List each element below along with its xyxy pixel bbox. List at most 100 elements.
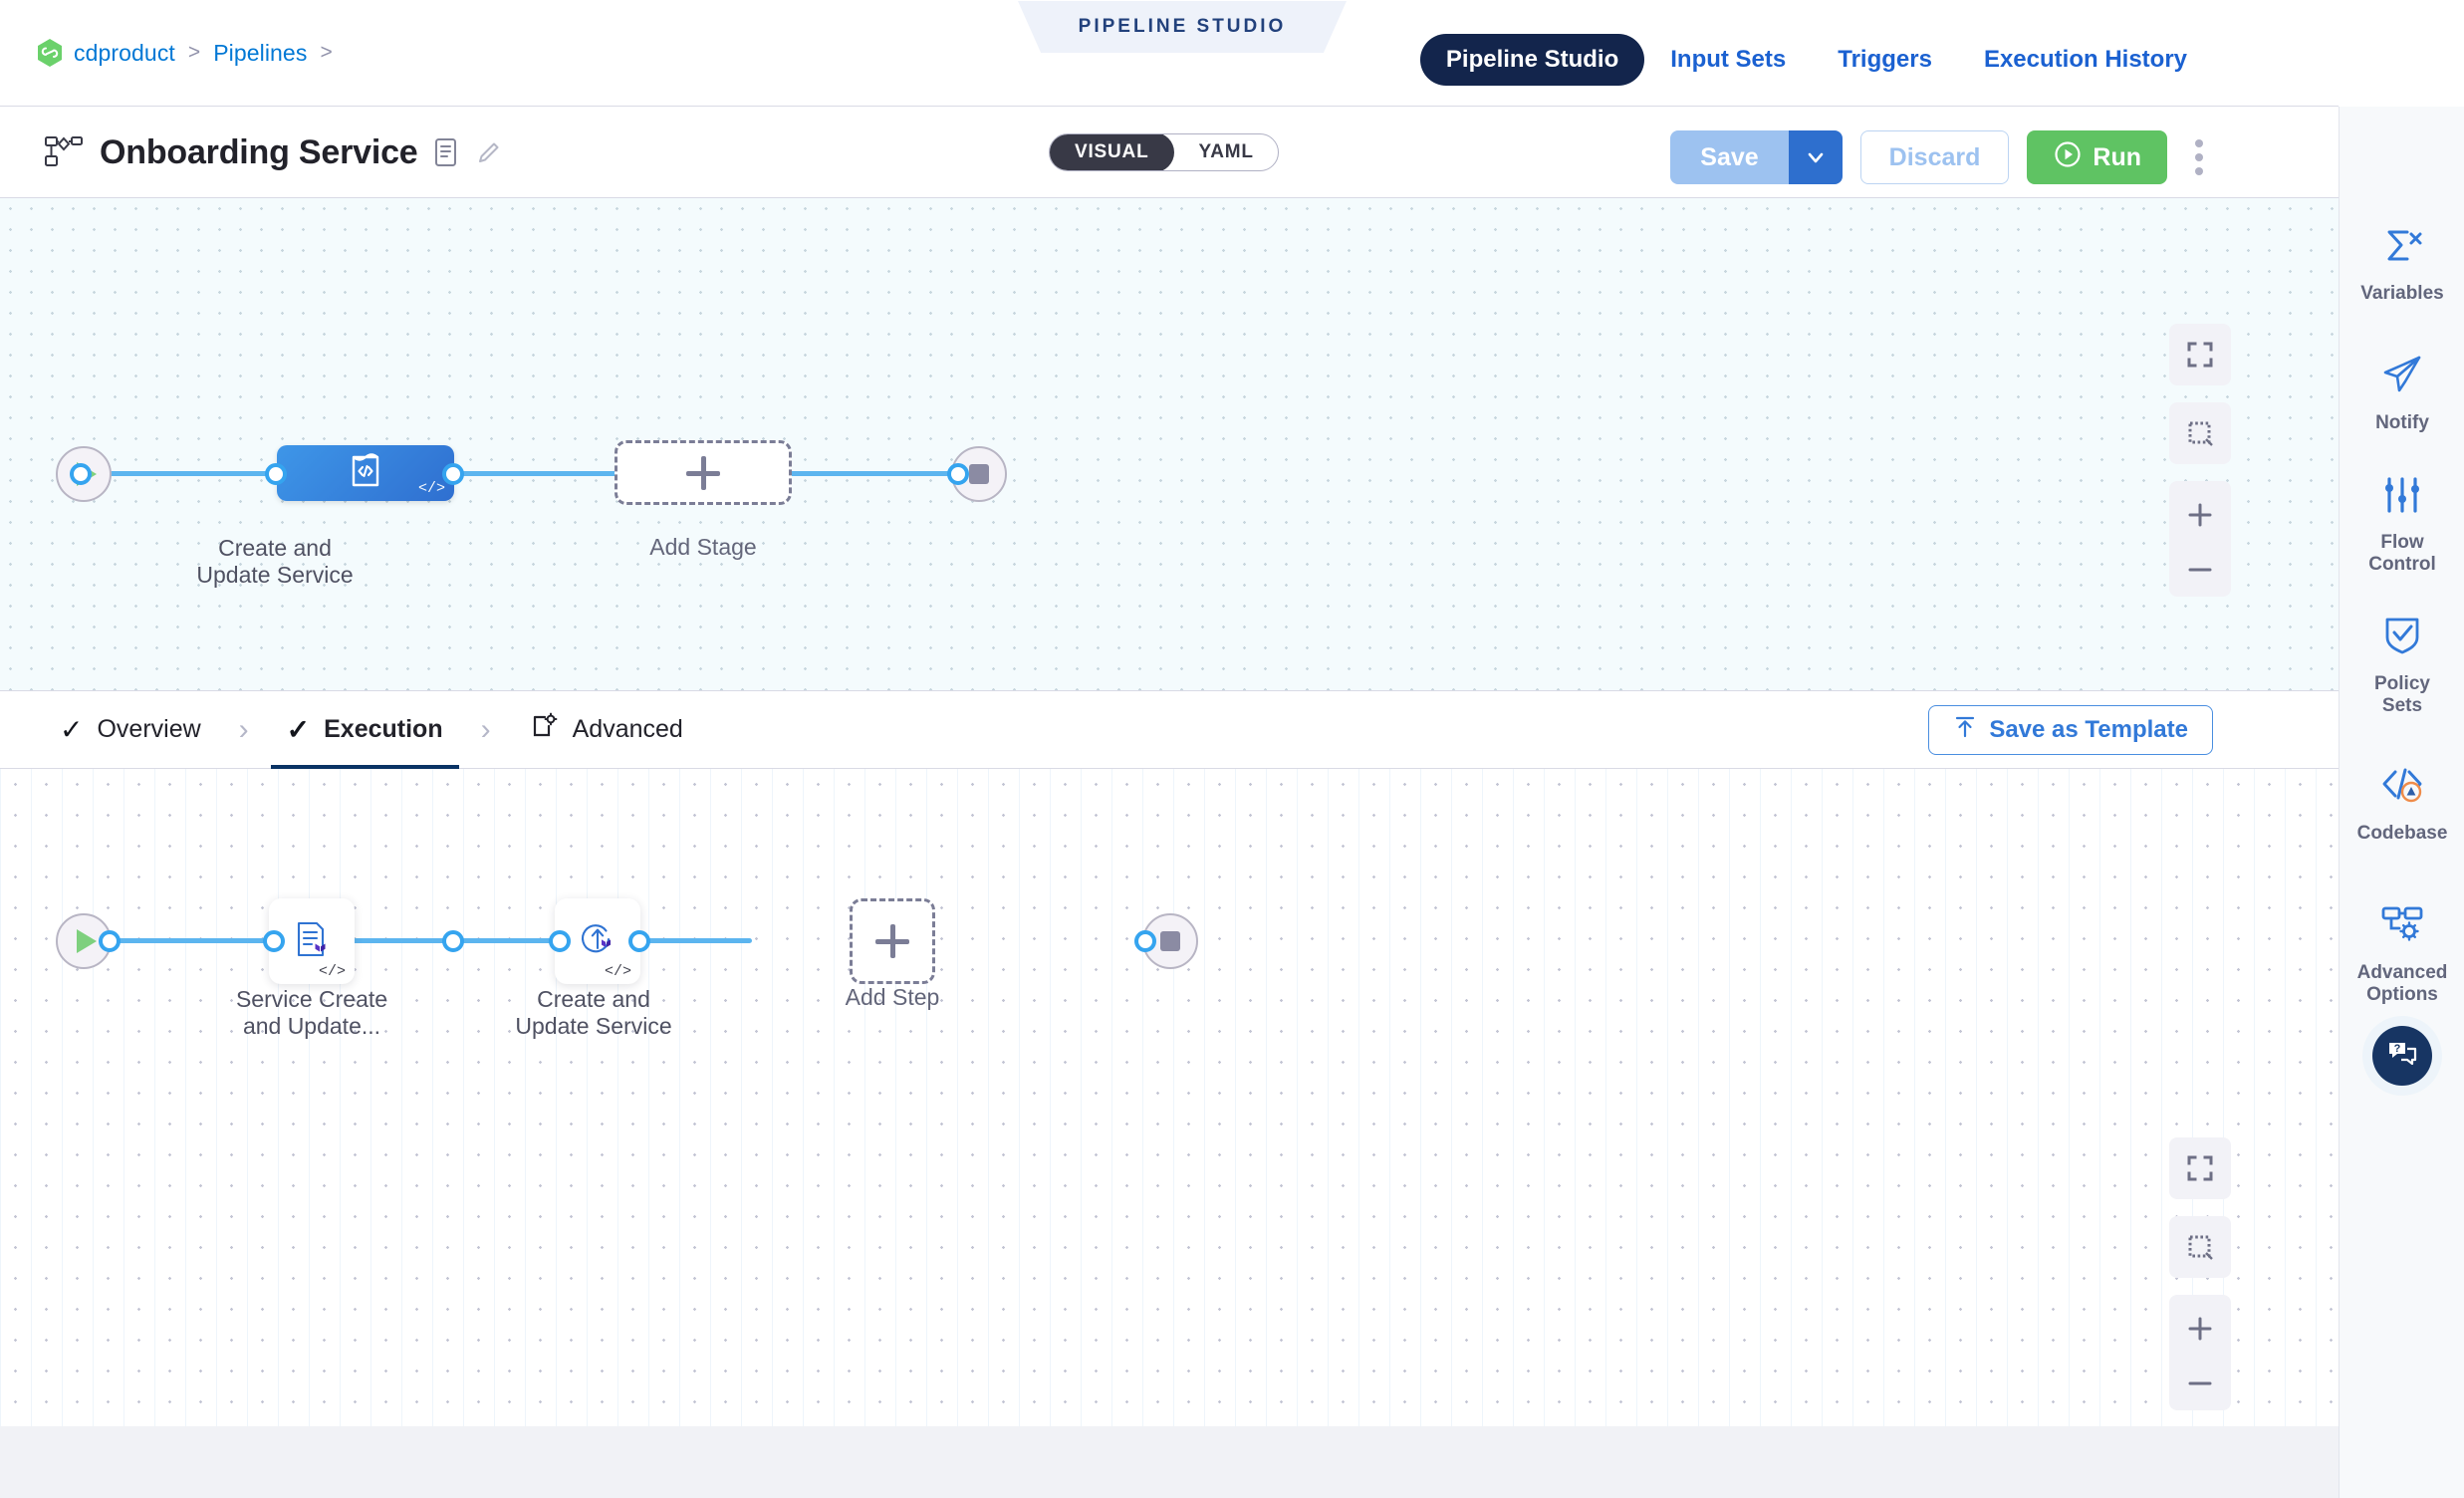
tab-chevron-2: › (480, 712, 491, 746)
mode-option-yaml[interactable]: YAML (1198, 141, 1254, 162)
rail-label-notify: Notify (2375, 412, 2429, 433)
upload-template-icon (1953, 715, 1977, 746)
rail-label-advanced-options: Advanced Options (2357, 962, 2448, 1006)
step2-port-out[interactable] (628, 930, 650, 952)
rail-item-flow-control[interactable]: Flow Control (2340, 475, 2464, 576)
help-chat-button[interactable]: ? (2372, 1026, 2432, 1086)
rail-item-variables[interactable]: Variables (2340, 226, 2464, 305)
step-node-1-label-line2: and Update... (242, 1013, 381, 1040)
zoom-in-button[interactable] (2185, 1314, 2215, 1349)
chevron-down-icon[interactable] (1788, 130, 1843, 184)
step1-port-out[interactable] (442, 930, 464, 952)
stage-node-create-and-update-service[interactable]: </> (277, 445, 454, 501)
pipeline-graph-icon (44, 134, 84, 170)
paper-plane-icon (2380, 354, 2424, 400)
step-node-1-label: Service Create and Update... (192, 986, 431, 1040)
custom-stage-template-icon (346, 451, 385, 496)
selection-box-button[interactable] (2169, 1216, 2231, 1278)
zoom-in-button[interactable] (2185, 500, 2215, 535)
breadcrumb-item-org[interactable]: cdproduct (74, 39, 175, 66)
zoom-controls[interactable] (2169, 1295, 2231, 1410)
nav-tab-pipeline-studio[interactable]: Pipeline Studio (1419, 34, 1645, 86)
stage-port-end[interactable] (947, 463, 969, 485)
breadcrumb-item-pipelines[interactable]: Pipelines (213, 39, 308, 66)
fit-to-screen-button[interactable] (2169, 1137, 2231, 1199)
breadcrumb: cdproduct > Pipelines > (0, 38, 336, 68)
terraform-plan-icon (290, 917, 334, 966)
rail-label-policy-sets-line1: Policy (2374, 673, 2430, 694)
stage-port-out[interactable] (442, 463, 464, 485)
add-step-button[interactable] (850, 898, 935, 984)
pencil-edit-icon[interactable] (475, 137, 501, 167)
play-triangle-icon (76, 929, 97, 953)
tab-execution[interactable]: ✓ Execution (270, 691, 459, 769)
tab-advanced[interactable]: Advanced (513, 691, 699, 769)
add-stage-label: Add Stage (649, 534, 757, 560)
stage-template-badge: </> (417, 480, 445, 497)
stage-edge-end (784, 471, 958, 476)
selection-box-button[interactable] (2169, 402, 2231, 464)
nav-tab-triggers[interactable]: Triggers (1838, 46, 1932, 73)
rail-label-flow-control-line1: Flow (2380, 532, 2424, 553)
step1-port-in[interactable] (263, 930, 285, 952)
canvas-bottom-strip (0, 1426, 2339, 1498)
pipeline-title-group: Onboarding Service (44, 107, 501, 198)
kebab-menu-icon[interactable] (2185, 131, 2213, 183)
page-title: Onboarding Service (100, 132, 418, 171)
tab-overview[interactable]: ✓ Overview (44, 691, 217, 769)
step-canvas-controls (2169, 1137, 2231, 1410)
save-as-template-label: Save as Template (1989, 716, 2188, 743)
rail-item-codebase[interactable]: Codebase (2340, 764, 2464, 845)
shield-check-icon (2381, 615, 2423, 661)
execution-step-canvas[interactable]: </> Service Create and Update... </> Cre… (0, 769, 2339, 1426)
rail-item-policy-sets[interactable]: Policy Sets (2340, 615, 2464, 717)
description-icon[interactable] (433, 137, 459, 167)
run-button[interactable]: Run (2027, 130, 2167, 184)
step-node-1-label-line1: Service Create (235, 986, 388, 1012)
step-edge-4 (627, 938, 752, 943)
add-stage-button[interactable] (615, 440, 792, 505)
sigma-variables-icon (2380, 226, 2424, 271)
run-button-label: Run (2093, 142, 2141, 171)
plus-icon (875, 924, 909, 958)
stage-port-in[interactable] (265, 463, 287, 485)
zoom-out-button[interactable] (2185, 561, 2215, 579)
rail-label-variables: Variables (2360, 283, 2444, 304)
rail-label-flow-control-line2: Control (2368, 553, 2436, 575)
step-port-end[interactable] (1134, 930, 1156, 952)
stage-canvas[interactable]: </> Create and Update Service Add Stage (0, 198, 2339, 691)
pipeline-studio-tag-label: PIPELINE STUDIO (1078, 16, 1287, 37)
step2-port-in[interactable] (549, 930, 571, 952)
stage-edge-mid (440, 471, 639, 476)
step-node-2-label-line1: Create and (537, 986, 650, 1012)
visual-yaml-toggle[interactable]: VISUAL YAML (1049, 133, 1279, 171)
step-node-2-label-line2: Update Service (515, 1013, 672, 1040)
step-node-2-label: Create and Update Service (474, 986, 713, 1040)
step-template-badge-2: </> (604, 963, 631, 980)
tab-execution-label: Execution (324, 715, 443, 743)
mode-option-visual[interactable]: VISUAL (1049, 134, 1175, 170)
tab-advanced-label: Advanced (572, 715, 683, 743)
pipeline-actions: Save Discard Run (1670, 130, 2213, 184)
save-button[interactable]: Save (1670, 130, 1789, 184)
stage-port-start[interactable] (70, 463, 92, 485)
discard-button[interactable]: Discard (1859, 130, 2010, 184)
breadcrumb-separator: > (187, 41, 201, 64)
check-icon: ✓ (286, 713, 311, 745)
step-port-start[interactable] (99, 930, 121, 952)
add-step-label: Add Step (845, 984, 940, 1010)
step-template-badge: </> (318, 963, 346, 980)
terraform-apply-icon (576, 917, 619, 966)
step-edge-2 (271, 938, 450, 943)
rail-item-advanced-options[interactable]: Advanced Options (2340, 903, 2464, 1006)
play-circle-icon (2053, 139, 2083, 176)
nav-tab-input-sets[interactable]: Input Sets (1670, 46, 1787, 73)
zoom-out-button[interactable] (2185, 1374, 2215, 1392)
save-as-template-button[interactable]: Save as Template (1928, 705, 2213, 755)
fit-to-screen-button[interactable] (2169, 324, 2231, 385)
help-chat-icon: ? (2386, 1039, 2418, 1074)
zoom-controls[interactable] (2169, 481, 2231, 597)
nav-tab-execution-history[interactable]: Execution History (1983, 46, 2187, 73)
rail-item-notify[interactable]: Notify (2340, 354, 2464, 434)
